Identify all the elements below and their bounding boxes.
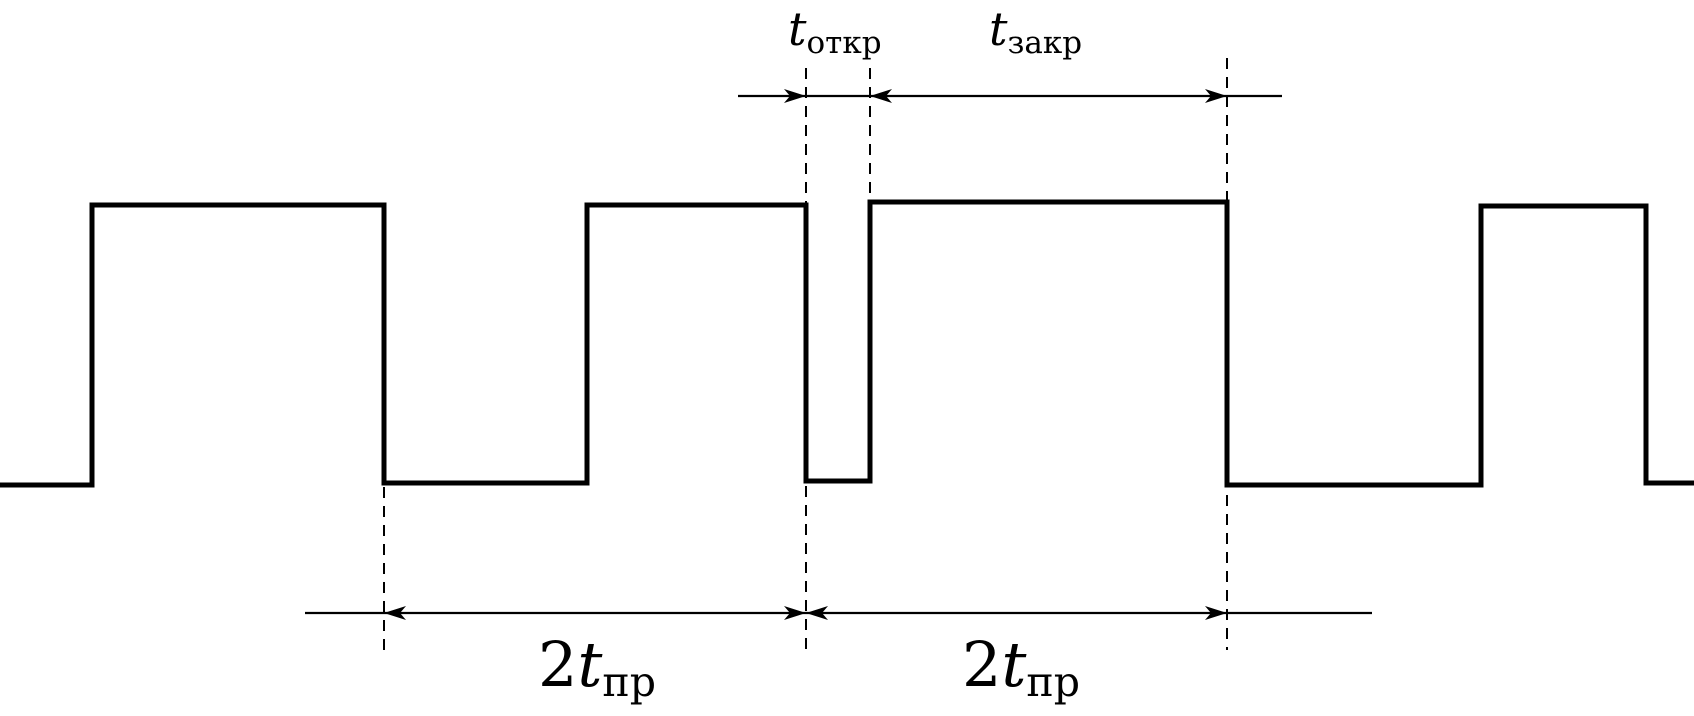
arrow-open-right [784, 89, 806, 103]
arrow-period-left-start [384, 606, 406, 620]
arrow-period-left-end [784, 606, 806, 620]
label-period-right: 2tпр [962, 628, 1080, 706]
arrow-period-right-start [806, 606, 828, 620]
pulse-waveform [0, 199, 1694, 488]
label-t-open: tоткр [788, 2, 882, 61]
label-period-left: 2tпр [538, 628, 656, 706]
arrow-period-right-end [1205, 606, 1227, 620]
label-t-close: tзакр [989, 2, 1082, 61]
arrow-close-left [870, 89, 892, 103]
arrow-close-right [1205, 89, 1227, 103]
